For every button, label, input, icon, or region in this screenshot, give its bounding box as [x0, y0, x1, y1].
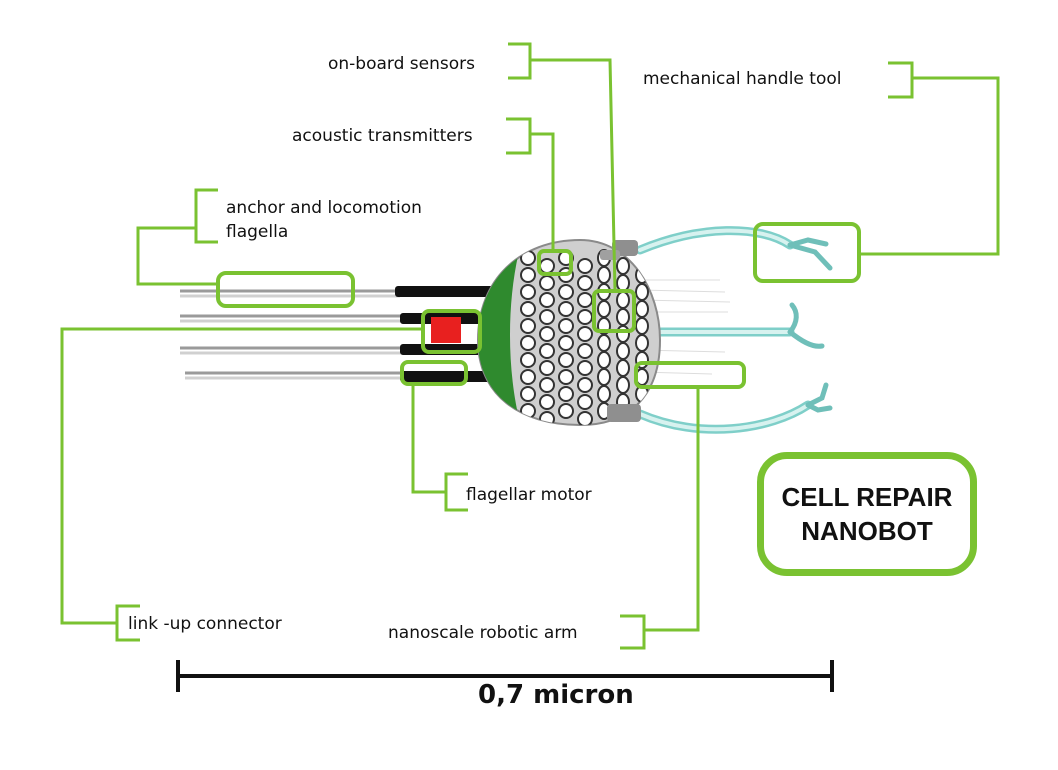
body-pore: [577, 326, 593, 342]
body-pore: [520, 369, 536, 385]
middle-gripper-b: [787, 329, 825, 349]
upper-gripper-a: [787, 242, 833, 271]
body-pore: [539, 292, 555, 308]
body-pore: [539, 377, 555, 393]
body-pore: [539, 275, 555, 291]
body-pore: [577, 275, 593, 291]
body-pore: [597, 385, 611, 403]
middle-gripper-a: [787, 302, 799, 335]
scale-bar: [176, 660, 834, 692]
body-pore: [616, 359, 630, 377]
box-acoustic: [537, 249, 573, 276]
body-pore: [539, 309, 555, 325]
callout-boxes: [216, 222, 861, 389]
label-on-board-sensors: on-board sensors: [328, 54, 475, 74]
body-pore: [577, 360, 593, 376]
body-pore: [520, 335, 536, 351]
body-pore: [520, 386, 536, 402]
body-pore: [520, 301, 536, 317]
body-pore: [577, 377, 593, 393]
body-pore: [520, 352, 536, 368]
body-pore: [520, 250, 536, 266]
body-pore: [616, 342, 630, 360]
box-connector: [421, 309, 482, 354]
body-pore: [635, 283, 649, 301]
body-pore: [577, 258, 593, 274]
diagram-title: CELL REPAIR NANOBOT: [781, 482, 953, 546]
body-pore: [558, 284, 574, 300]
body-pore: [577, 411, 593, 425]
grippers: [787, 237, 833, 413]
label-nanoscale-robotic-arm: nanoscale robotic arm: [388, 623, 578, 643]
body-pore: [597, 334, 611, 352]
body-pore: [577, 394, 593, 410]
body-pore: [539, 360, 555, 376]
lower-gripper-b: [805, 402, 833, 413]
body-pore: [597, 368, 611, 386]
body-pore: [616, 308, 630, 326]
label-mechanical-handle-tool: mechanical handle tool: [643, 69, 842, 89]
nanobot-body: [476, 238, 662, 427]
body-pore: [558, 335, 574, 351]
box-motor: [400, 360, 468, 386]
body-pore: [558, 318, 574, 334]
body-pore: [577, 309, 593, 325]
robotic-arms: [635, 226, 813, 434]
scale-label: 0,7 micron: [478, 680, 634, 710]
leader-lines: [60, 42, 1000, 650]
body-pore: [616, 325, 630, 343]
label-acoustic-transmitters: acoustic transmitters: [292, 126, 473, 146]
box-flagella: [216, 271, 355, 308]
body-pore: [616, 257, 630, 275]
label-anchor-flagella: anchor and locomotion flagella: [226, 198, 422, 242]
body-pore: [558, 386, 574, 402]
body-pore: [597, 351, 611, 369]
box-robotic-arm: [634, 361, 746, 389]
body-pore: [635, 300, 649, 318]
label-link-up-connector: link -up connector: [128, 614, 282, 634]
body-pore: [597, 266, 611, 284]
body-pore: [577, 292, 593, 308]
body-pore: [520, 318, 536, 334]
body-pore: [558, 352, 574, 368]
body-pore: [558, 369, 574, 385]
body-pore: [558, 301, 574, 317]
body-pore: [558, 403, 574, 419]
body-pore: [577, 343, 593, 359]
body-pore: [539, 326, 555, 342]
title-box: CELL REPAIR NANOBOT: [757, 452, 977, 576]
body-pore: [539, 343, 555, 359]
upper-gripper-b: [787, 237, 829, 248]
body-pore: [539, 394, 555, 410]
label-flagellar-motor: flagellar motor: [466, 485, 592, 505]
body-pore: [616, 376, 630, 394]
body-pore: [597, 300, 611, 318]
body-pore: [635, 334, 649, 352]
body-pore: [520, 267, 536, 283]
red-connector: [431, 317, 461, 343]
body-pore: [539, 411, 555, 425]
lower-joint: [607, 404, 641, 422]
body-pores: [520, 249, 649, 425]
body-pore: [539, 258, 555, 274]
body-pore: [616, 291, 630, 309]
body-pore: [635, 317, 649, 335]
body-pore: [616, 274, 630, 292]
lower-gripper-a: [805, 382, 829, 408]
body-pore: [520, 284, 536, 300]
